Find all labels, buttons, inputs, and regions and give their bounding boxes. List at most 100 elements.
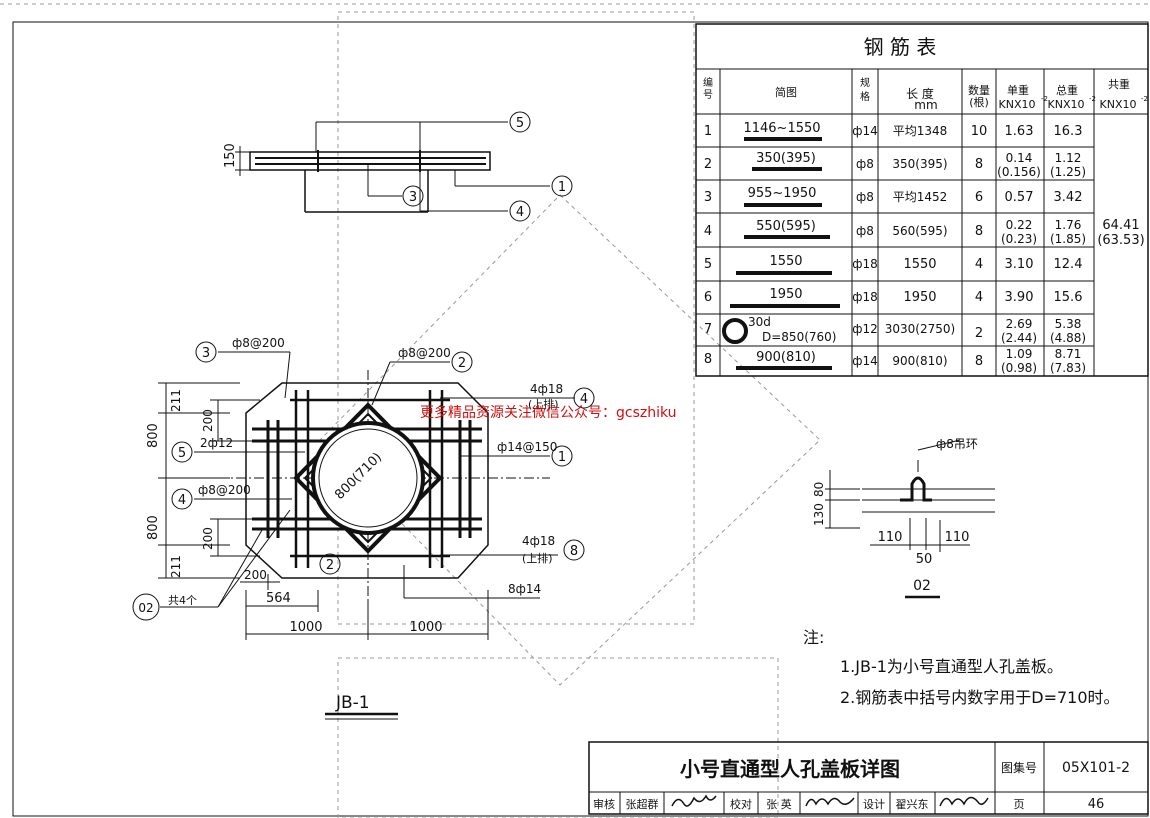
detail-02: [825, 439, 995, 552]
callout-2-plan-bottom: [319, 553, 341, 575]
plan-label-5b: (上排): [528, 397, 559, 411]
row6-total: 15.6: [1054, 290, 1083, 305]
row6-spec: ф18: [852, 290, 878, 304]
row5-total: 12.4: [1054, 257, 1083, 272]
row7-unit: 2.69: [1006, 317, 1033, 331]
row7-no: 7: [704, 322, 712, 337]
callout-7-top-label: 5: [516, 116, 524, 131]
row4-total2: (1.85): [1050, 232, 1086, 246]
callout-4-plan-label: 4: [178, 493, 186, 508]
row2-total: 1.12: [1055, 151, 1082, 165]
detail-label: ф8吊环: [936, 437, 978, 451]
hdr-count: 数量: [968, 84, 990, 97]
hdr-count-unit: (根): [969, 95, 989, 109]
row6-unit: 3.90: [1005, 290, 1034, 305]
row2-spec: ф8: [856, 157, 874, 171]
title-block: [588, 741, 1149, 815]
row1-length: 平均1348: [893, 124, 948, 138]
dashed-frame: [337, 11, 695, 625]
callout-3-top: [402, 185, 424, 207]
row3-no: 3: [704, 190, 712, 205]
row1-unit: 1.63: [1005, 124, 1034, 139]
row7-spec: ф12: [852, 322, 878, 336]
callout-5-top: [509, 200, 531, 222]
plan-label-3: ф8@200: [232, 336, 285, 350]
detail-dim-80: 80: [812, 482, 826, 497]
row5-unit: 3.10: [1005, 257, 1034, 272]
callout-4-plan: [171, 488, 193, 510]
row7-sketch: 30d: [748, 315, 771, 329]
hdr-total-weight: 总重: [1056, 83, 1078, 97]
dashed-diamond: [319, 194, 821, 686]
section-view: [235, 121, 550, 213]
callout-3-plan-label: 3: [202, 346, 210, 361]
dim-200-bottom: 200: [201, 527, 215, 550]
callout-3-top-label: 3: [409, 190, 417, 205]
sheet-border: [12, 21, 1149, 817]
design-label: 设计: [863, 798, 885, 811]
plan-label-8b: (上排): [522, 551, 553, 565]
hdr-unit-weight: 单重: [1007, 83, 1029, 97]
detail-dim-50: 50: [916, 552, 933, 567]
checker-signature: [805, 797, 855, 807]
drawing-title: 小号直通型人孔盖板详图: [680, 757, 900, 781]
detail-title: 02: [913, 578, 931, 594]
callout-1-top-label: 1: [558, 180, 566, 195]
row3-count: 6: [975, 190, 983, 205]
callout-2-plan: [451, 351, 473, 373]
row4-total: 1.76: [1055, 218, 1082, 232]
plan-label-02: 共4个: [168, 594, 197, 607]
row5-length: 1550: [903, 257, 936, 272]
row7-total: 5.38: [1055, 317, 1082, 331]
dim-564: 564: [266, 591, 291, 606]
dashed-frame-2: [337, 657, 779, 818]
review-label: 审核: [593, 797, 615, 811]
row1-sketch: 1146~1550: [743, 121, 820, 136]
note-1: 1.JB-1为小号直通型人孔盖板。: [840, 657, 1063, 676]
callout-3-plan: [195, 341, 217, 363]
row4-spec: ф8: [856, 224, 874, 238]
row3-length: 平均1452: [893, 190, 948, 204]
row4-no: 4: [704, 224, 712, 239]
callout-5-top-label: 4: [516, 205, 524, 220]
row8-no: 8: [704, 352, 712, 367]
callout-1-plan: [551, 445, 573, 467]
row1-count: 10: [971, 124, 988, 139]
row7-length: 3030(2750): [885, 322, 955, 336]
hdr-total-weight-unit: KNX10: [1048, 98, 1085, 111]
row6-no: 6: [704, 290, 712, 305]
plan-label-2: ф8@200: [398, 346, 451, 360]
hdr-sum-weight-unit: KNX10: [1100, 98, 1137, 111]
reviewer-signature: [671, 794, 717, 807]
row8-unit2: (0.98): [1001, 361, 1037, 375]
row2-count: 8: [975, 157, 983, 172]
dim-150: 150: [223, 143, 238, 168]
page-number: 46: [1088, 797, 1105, 812]
plan-label-7: 2ф12: [200, 436, 233, 450]
plan-title: JB-1: [335, 693, 370, 713]
callout-1-top: [551, 175, 573, 197]
row3-spec: ф8: [856, 190, 874, 204]
row4-unit: 0.22: [1006, 218, 1033, 232]
callout-1-plan-label: 1: [558, 450, 566, 465]
callout-5-plan-label: 4: [580, 392, 588, 407]
designer-signature: [939, 796, 989, 807]
hdr-sum-weight-exp: -2: [1141, 95, 1148, 103]
row8-total: 8.71: [1055, 347, 1082, 361]
reviewer-name: 张超群: [626, 797, 659, 811]
hdr-sum-weight: 共重: [1108, 77, 1130, 91]
row4-sketch: 550(595): [756, 219, 816, 234]
atlas-label: 图集号: [1001, 760, 1037, 775]
plan-view: [158, 351, 575, 640]
dim-1000-left: 1000: [289, 620, 322, 635]
callout-5-plan: [573, 387, 595, 409]
row3-total: 3.42: [1054, 190, 1083, 205]
detail-dim-110b: 110: [945, 530, 970, 545]
callout-7-plan-label: 5: [178, 446, 186, 461]
plan-label-4: ф8@200: [198, 483, 251, 497]
page-label: 页: [1014, 798, 1025, 811]
row5-spec: ф18: [852, 257, 878, 271]
row5-count: 4: [975, 257, 983, 272]
row1-spec: ф14: [852, 124, 878, 138]
